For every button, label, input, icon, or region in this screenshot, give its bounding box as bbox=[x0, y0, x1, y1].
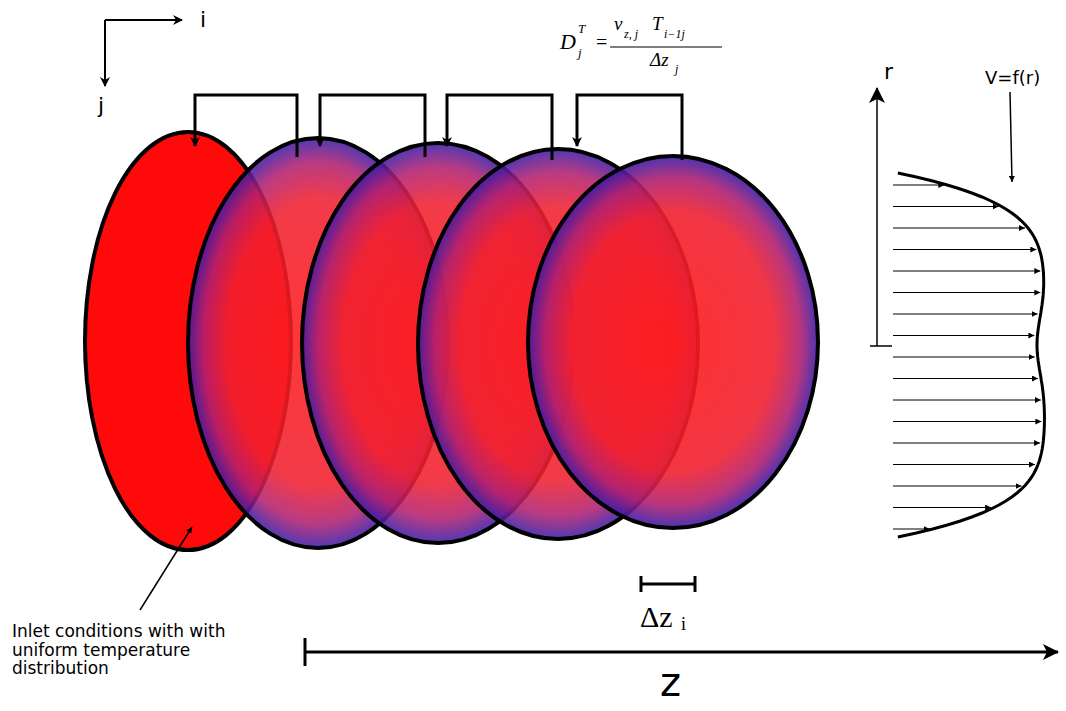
profile-label: V=f(r) bbox=[985, 68, 1040, 88]
formula-part: v bbox=[614, 14, 622, 35]
formula-part: z, j bbox=[624, 28, 638, 41]
formula-part: D bbox=[560, 30, 576, 54]
axis-label: i bbox=[200, 8, 206, 32]
disc bbox=[528, 156, 818, 528]
velocity-profile bbox=[893, 173, 1045, 537]
formula-part: = bbox=[596, 31, 607, 53]
formula-part: j bbox=[675, 63, 678, 76]
i-axis bbox=[105, 19, 182, 21]
inlet-note: Inlet conditions with with uniform tempe… bbox=[12, 622, 262, 678]
axis-label: r bbox=[884, 60, 893, 84]
axis-tick bbox=[870, 345, 892, 347]
fraction-bar bbox=[610, 46, 722, 47]
formula-part: T bbox=[578, 22, 585, 36]
dz-bar bbox=[641, 576, 695, 592]
formula-part: Δz bbox=[650, 50, 669, 71]
transfer-brackets bbox=[195, 95, 682, 160]
axis-tick bbox=[304, 638, 307, 666]
leader-line bbox=[140, 527, 192, 610]
dimension-label: i bbox=[681, 615, 686, 635]
formula-part: i−1j bbox=[664, 28, 685, 41]
leader-line bbox=[1010, 92, 1012, 182]
r-axis bbox=[876, 88, 878, 346]
axis-label: z bbox=[660, 660, 681, 704]
dimension-label: Δz bbox=[640, 600, 673, 633]
j-axis bbox=[104, 20, 106, 86]
axis-label: j bbox=[98, 94, 104, 118]
z-axis bbox=[305, 651, 1058, 654]
formula-part: T bbox=[652, 14, 663, 35]
formula-part: j bbox=[578, 46, 582, 60]
